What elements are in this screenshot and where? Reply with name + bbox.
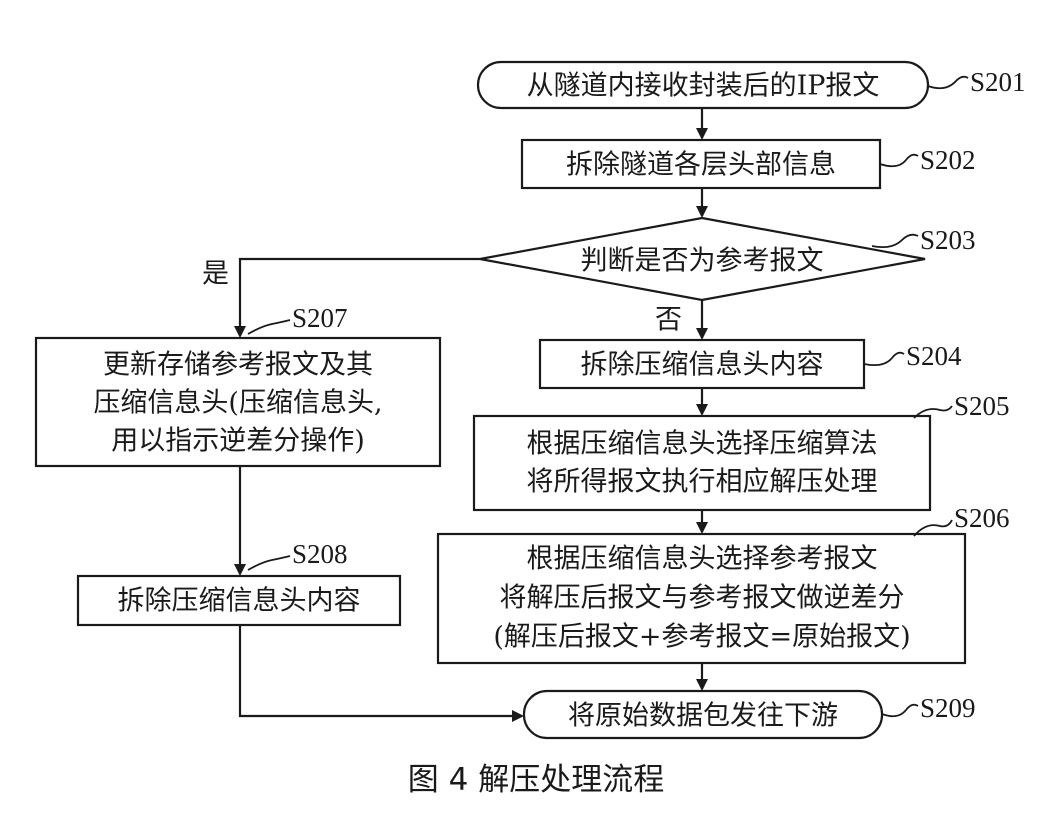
step-s206-curl [913,519,953,537]
step-s207: S207 [292,303,348,333]
node-s206: 根据压缩信息头选择参考报文 将解压后报文与参考报文做逆差分 (解压后报文+参考报… [436,532,967,665]
node-s208-label: 拆除压缩信息头内容 [118,586,361,617]
step-s207-curl [247,319,291,335]
figure-caption: 图 4 解压处理流程 [408,762,664,798]
step-s203: S203 [920,225,976,255]
node-s204: 拆除压缩信息头内容 [538,338,866,390]
step-s206: S206 [954,503,1010,533]
node-s206-line-2: 将解压后报文与参考报文做逆差分 [500,583,905,614]
step-s201: S201 [970,67,1026,97]
node-s202-label: 拆除隧道各层头部信息 [566,150,836,181]
step-s209: S209 [920,693,976,723]
node-s205-line-1: 根据压缩信息头选择压缩算法 [527,429,878,460]
step-s208-curl [247,555,291,571]
node-s207-line-2: 压缩信息头(压缩信息头, [93,388,382,419]
step-s204-curl [863,351,905,367]
node-s208: 拆除压缩信息头内容 [76,574,402,627]
step-s205-curl [913,405,953,419]
node-s209-label: 将原始数据包发往下游 [568,701,838,732]
node-s205-line-2: 将所得报文执行相应解压处理 [527,467,878,498]
step-s203-curl [871,233,919,249]
branch-no-label: 否 [655,305,682,336]
node-s207-line-1: 更新存储参考报文及其 [103,350,373,381]
step-s204: S204 [906,341,962,371]
edge-s203-s207 [234,257,480,338]
step-s209-curl [881,703,919,718]
node-s206-line-3: (解压后报文+参考报文=原始报文) [493,622,910,653]
step-s202-curl [879,153,919,168]
node-s203-label: 判断是否为参考报文 [581,246,824,277]
step-s208: S208 [292,539,348,569]
step-s201-curl [927,75,969,90]
step-s202: S202 [920,145,976,175]
node-s201-label: 从隧道内接收封装后的IP报文 [527,71,880,102]
node-s201: 从隧道内接收封装后的IP报文 [476,60,930,110]
node-s207-line-3: 用以指示逆差分操作) [111,426,365,457]
branch-yes-label: 是 [202,259,229,290]
node-s207: 更新存储参考报文及其 压缩信息头(压缩信息头, 用以指示逆差分操作) [34,336,442,468]
step-s205: S205 [954,391,1010,421]
node-s202: 拆除隧道各层头部信息 [520,138,882,190]
node-s205: 根据压缩信息头选择压缩算法 将所得报文执行相应解压处理 [472,414,932,512]
edge-s208-s209 [238,625,524,722]
node-s203: 判断是否为参考报文 [479,216,926,302]
node-s206-line-1: 根据压缩信息头选择参考报文 [527,544,878,575]
node-s209: 将原始数据包发往下游 [522,689,884,740]
node-s204-label: 拆除压缩信息头内容 [581,350,824,381]
